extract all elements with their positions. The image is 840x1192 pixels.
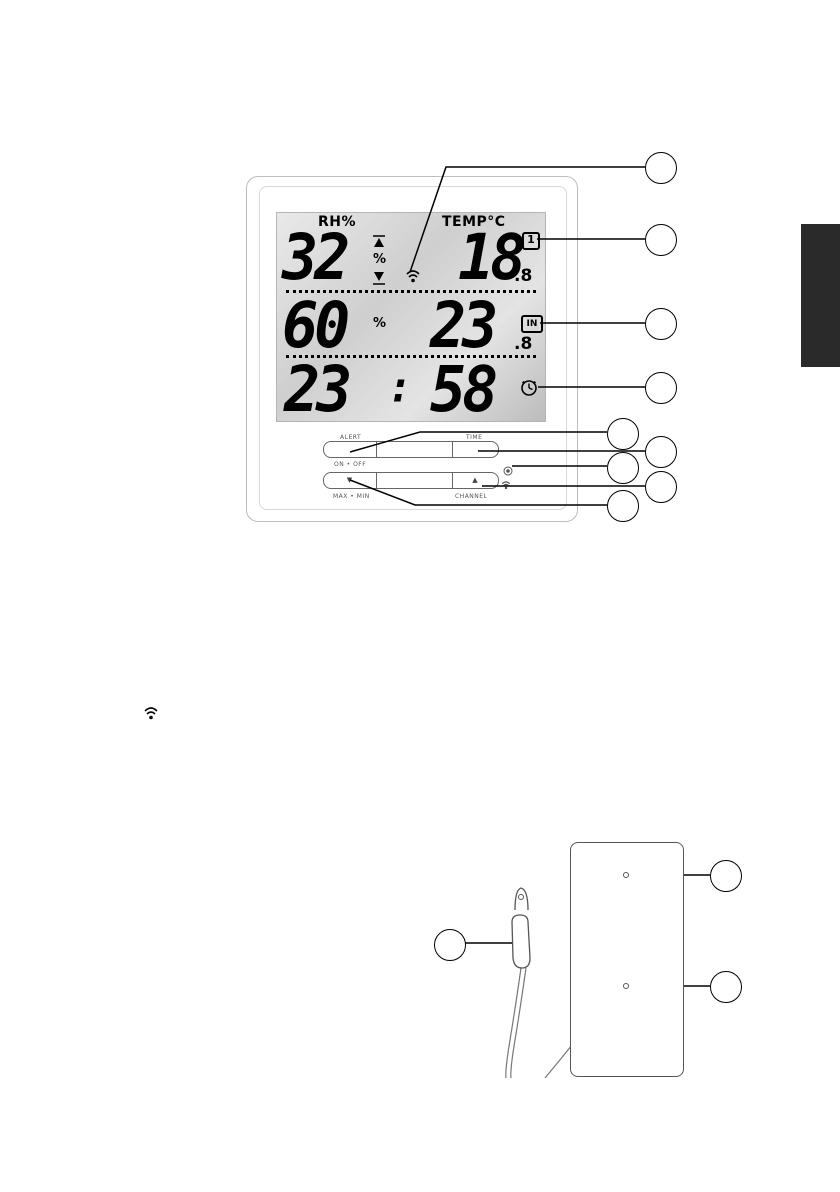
callout-marker [607,452,639,484]
callout-marker [607,490,639,522]
callout-marker [645,372,677,404]
callout-marker [645,308,677,340]
callout-marker [710,860,742,892]
callout-marker [434,929,466,961]
sensor-hole [623,983,629,989]
sensor-led [623,872,629,878]
callout-marker [645,436,677,468]
callout-marker [645,224,677,256]
callout-marker [645,471,677,503]
legend-wifi-signal-icon [143,705,159,725]
callout-marker [710,971,742,1003]
callout-marker [607,418,639,450]
callout-marker [645,152,677,184]
